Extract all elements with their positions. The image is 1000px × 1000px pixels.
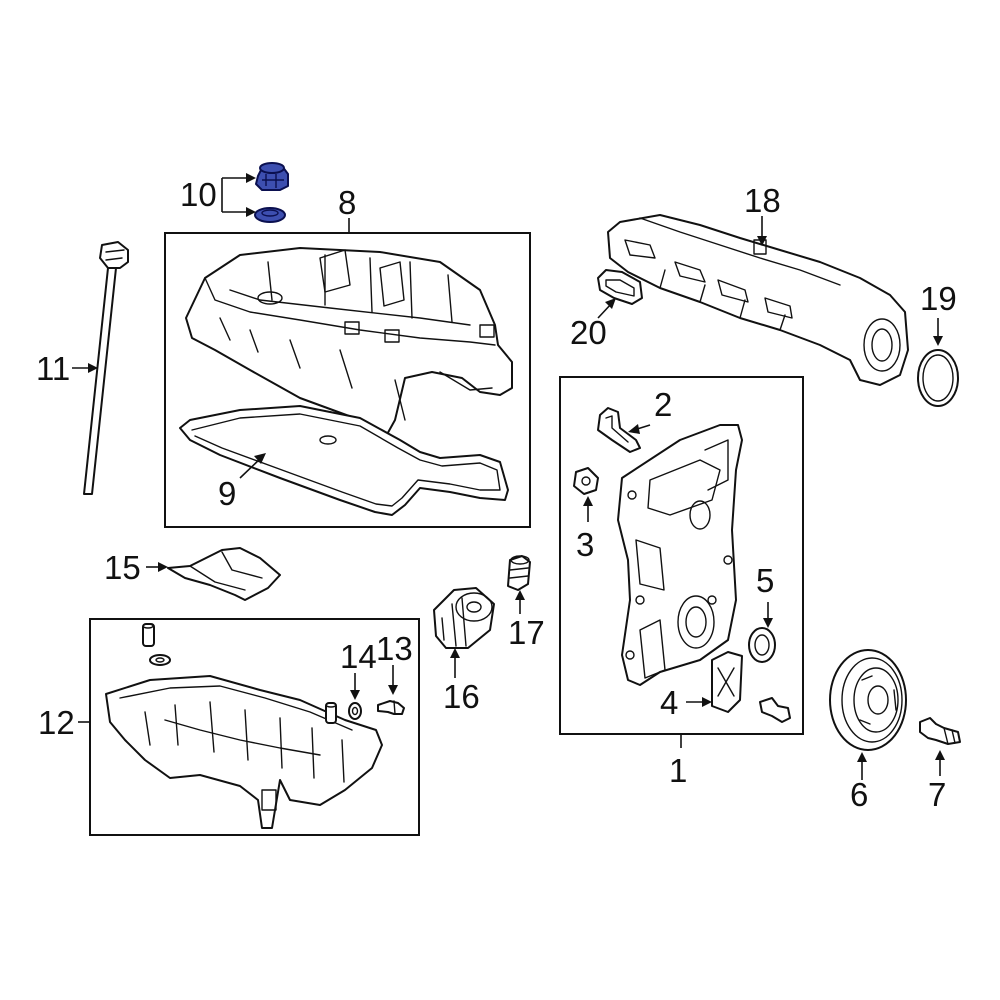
callout-10: 10 (180, 176, 217, 213)
part-5-oil-seal[interactable] (748, 627, 776, 663)
callout-20: 20 (570, 314, 607, 351)
callout-11: 11 (36, 350, 70, 387)
callout-8: 8 (338, 184, 356, 221)
part-10-oil-filler-cap[interactable] (255, 162, 289, 191)
callout-3: 3 (576, 526, 594, 563)
leader-14 (350, 673, 360, 700)
callout-7: 7 (928, 776, 946, 813)
callout-19: 19 (920, 280, 957, 317)
callout-16: 16 (443, 678, 480, 715)
part-10-cap-seal[interactable] (254, 207, 286, 223)
part-13-drain-plug[interactable] (377, 700, 405, 715)
part-1-timing-cover[interactable] (617, 424, 743, 686)
group-box-12 (89, 618, 420, 836)
leader-4 (686, 697, 712, 707)
leader-20 (597, 298, 616, 319)
part-11-dipstick[interactable] (83, 241, 129, 495)
callout-14: 14 (340, 638, 377, 675)
leader-18 (757, 216, 767, 246)
leader-5 (763, 602, 773, 628)
part-1-mount-bolt[interactable] (759, 697, 791, 723)
leader-19 (933, 318, 943, 346)
part-6-crank-pulley[interactable] (829, 649, 907, 751)
leader-9 (239, 453, 266, 479)
part-7-pulley-bolt[interactable] (919, 717, 961, 745)
part-16-oil-filter[interactable] (433, 587, 495, 649)
callout-15: 15 (104, 549, 141, 586)
part-12-dowel-pin[interactable] (142, 623, 155, 647)
callout-6: 6 (850, 776, 868, 813)
part-12-oil-pan[interactable] (105, 675, 383, 829)
part-17-filter-stud[interactable] (507, 555, 531, 591)
group-box-8 (164, 232, 531, 528)
leader-7 (935, 750, 945, 776)
leader-3 (583, 496, 593, 522)
leader-16 (450, 648, 460, 678)
part-18-intake-manifold[interactable] (607, 214, 909, 386)
leader-11 (72, 363, 98, 373)
leader-13 (388, 665, 398, 695)
part-8-valve-cover[interactable] (185, 247, 513, 441)
part-2-cover-gasket[interactable] (597, 407, 641, 453)
part-9-valve-cover-gasket[interactable] (179, 405, 509, 516)
callout-18: 18 (744, 182, 781, 219)
leader-15 (146, 562, 168, 572)
part-12-pan-dowel[interactable] (325, 702, 337, 724)
leader-17 (515, 590, 525, 614)
part-15-oil-baffle[interactable] (167, 547, 281, 601)
callout-12: 12 (38, 704, 75, 741)
part-12-pan-washer[interactable] (149, 654, 171, 666)
leader-10 (221, 173, 256, 217)
callout-2: 2 (654, 386, 672, 423)
part-3-small-gasket[interactable] (573, 467, 599, 495)
part-20-manifold-gasket[interactable] (597, 269, 643, 305)
callout-13: 13 (376, 630, 413, 667)
callout-9: 9 (218, 475, 236, 512)
callout-4: 4 (660, 684, 678, 721)
leader-6 (857, 752, 867, 780)
callout-5: 5 (756, 562, 774, 599)
part-19-manifold-seal[interactable] (917, 349, 959, 407)
callout-17: 17 (508, 614, 545, 651)
callout-1: 1 (669, 752, 687, 789)
part-4-cover-plate[interactable] (711, 651, 743, 713)
part-14-drain-washer[interactable] (348, 702, 362, 720)
leader-2 (628, 424, 651, 434)
